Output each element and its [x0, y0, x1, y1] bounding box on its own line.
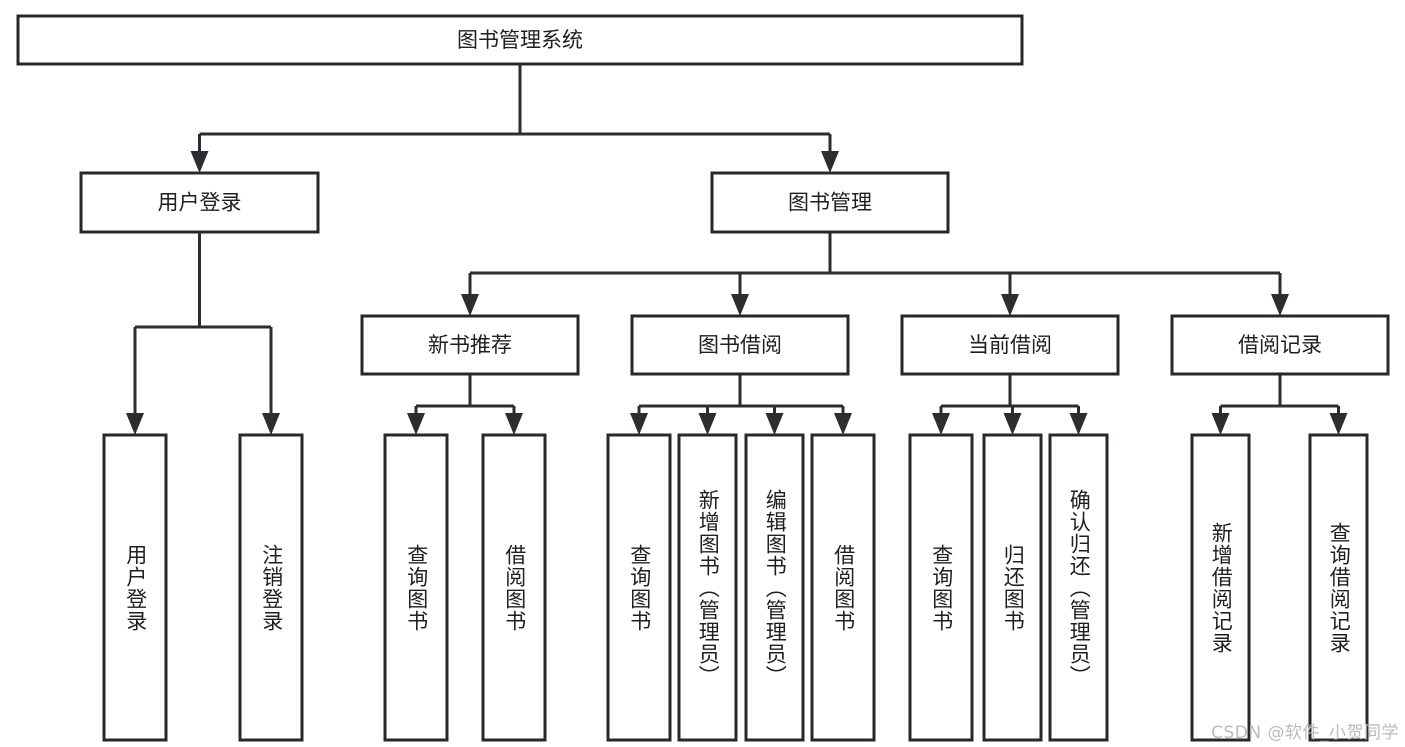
node-leaf-borrow-book-2[interactable] — [810, 433, 876, 742]
node-borrow-record[interactable]: 借阅记录 — [1170, 314, 1390, 376]
node-leaf-borrow-book-1[interactable] — [481, 433, 547, 742]
edge-arrowhead — [1001, 294, 1019, 316]
node-label: 图书管理 — [788, 191, 872, 215]
edge-arrowhead — [1211, 413, 1230, 435]
node-book-borrow[interactable]: 图书借阅 — [630, 314, 850, 376]
edge-arrowhead — [932, 413, 950, 435]
node-leaf-add-book[interactable] — [677, 433, 738, 742]
node-leaf-return-book[interactable] — [982, 433, 1043, 742]
node-leaf-query-book-2[interactable] — [606, 433, 672, 742]
node-label: 图书借阅 — [698, 333, 782, 357]
node-label: 借阅记录 — [1238, 333, 1322, 357]
edge-arrowhead — [505, 413, 523, 435]
node-book-manage[interactable]: 图书管理 — [710, 171, 950, 234]
connector-layer — [126, 64, 1348, 435]
node-leaf-confirm-return[interactable] — [1048, 433, 1109, 742]
edge-arrowhead — [1069, 413, 1088, 435]
edge-arrowhead — [1329, 413, 1348, 435]
node-root[interactable]: 图书管理系统 — [16, 14, 1024, 66]
edge-arrowhead — [126, 413, 144, 435]
edge-arrowhead — [461, 294, 479, 316]
node-leaf-query-book-1[interactable] — [383, 433, 449, 742]
edge-arrowhead — [262, 413, 280, 435]
node-leaf-edit-book[interactable] — [744, 433, 805, 742]
edge-arrowhead — [834, 413, 852, 435]
edge-arrowhead — [190, 151, 209, 173]
node-leaf-logout[interactable] — [238, 433, 304, 742]
edge-arrowhead — [731, 294, 749, 316]
node-leaf-user-login[interactable] — [102, 433, 168, 742]
node-label: 新书推荐 — [428, 333, 512, 357]
edge-arrowhead — [821, 151, 839, 173]
edge-arrowhead — [1271, 294, 1289, 316]
node-leaf-query-book-3[interactable] — [908, 433, 974, 742]
node-label: 图书管理系统 — [457, 28, 583, 52]
node-current-borrow[interactable]: 当前借阅 — [900, 314, 1120, 376]
node-user-login[interactable]: 用户登录 — [79, 171, 320, 234]
edge-arrowhead — [630, 413, 648, 435]
node-leaf-query-record[interactable] — [1308, 433, 1369, 742]
edge-arrowhead — [698, 413, 717, 435]
edge-arrowhead — [765, 413, 784, 435]
edge-arrowhead — [1003, 413, 1022, 435]
node-label: 用户登录 — [158, 191, 242, 215]
node-leaf-add-record[interactable] — [1190, 433, 1251, 742]
node-label: 当前借阅 — [968, 333, 1052, 357]
edge-arrowhead — [407, 413, 425, 435]
csdn-watermark: CSDN @软件_小贺同学 — [1211, 723, 1399, 743]
node-new-book-rec[interactable]: 新书推荐 — [360, 314, 580, 376]
